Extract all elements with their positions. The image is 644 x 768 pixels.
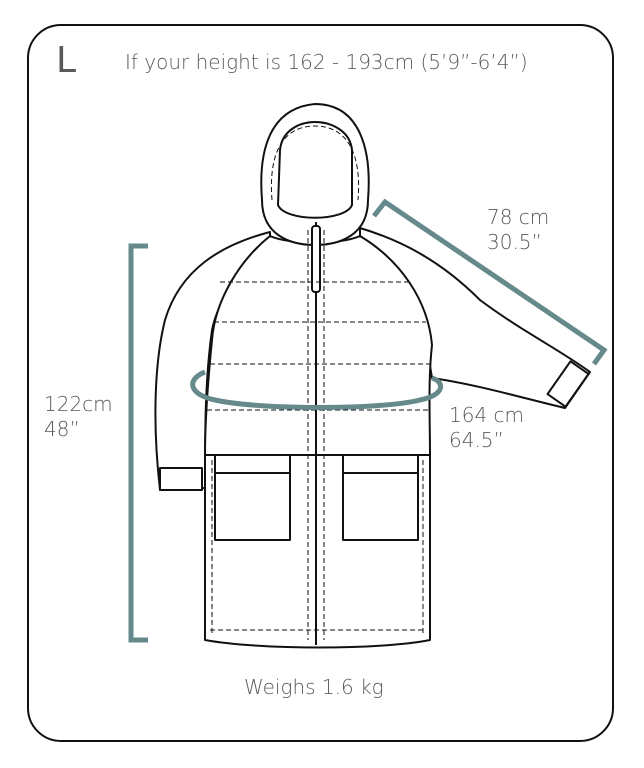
- size-label: L: [56, 40, 77, 81]
- chest-in: 64.5”: [449, 428, 504, 452]
- sleeve-cm: 78 cm: [487, 205, 550, 229]
- chest-marker: [190, 369, 443, 410]
- sleeve-marker: [372, 198, 608, 366]
- height-range: If your height is 162 - 193cm (5’9”-6’4”…: [125, 50, 528, 74]
- length-in: 48”: [44, 417, 80, 441]
- chest-cm: 164 cm: [449, 403, 525, 427]
- weight-label: Weighs 1.6 kg: [244, 675, 384, 699]
- coat-body: [204, 235, 433, 649]
- size-card-frame: [27, 24, 614, 742]
- length-cm: 122cm: [44, 392, 113, 416]
- length-marker: [128, 243, 148, 643]
- sleeve-in: 30.5”: [487, 230, 542, 254]
